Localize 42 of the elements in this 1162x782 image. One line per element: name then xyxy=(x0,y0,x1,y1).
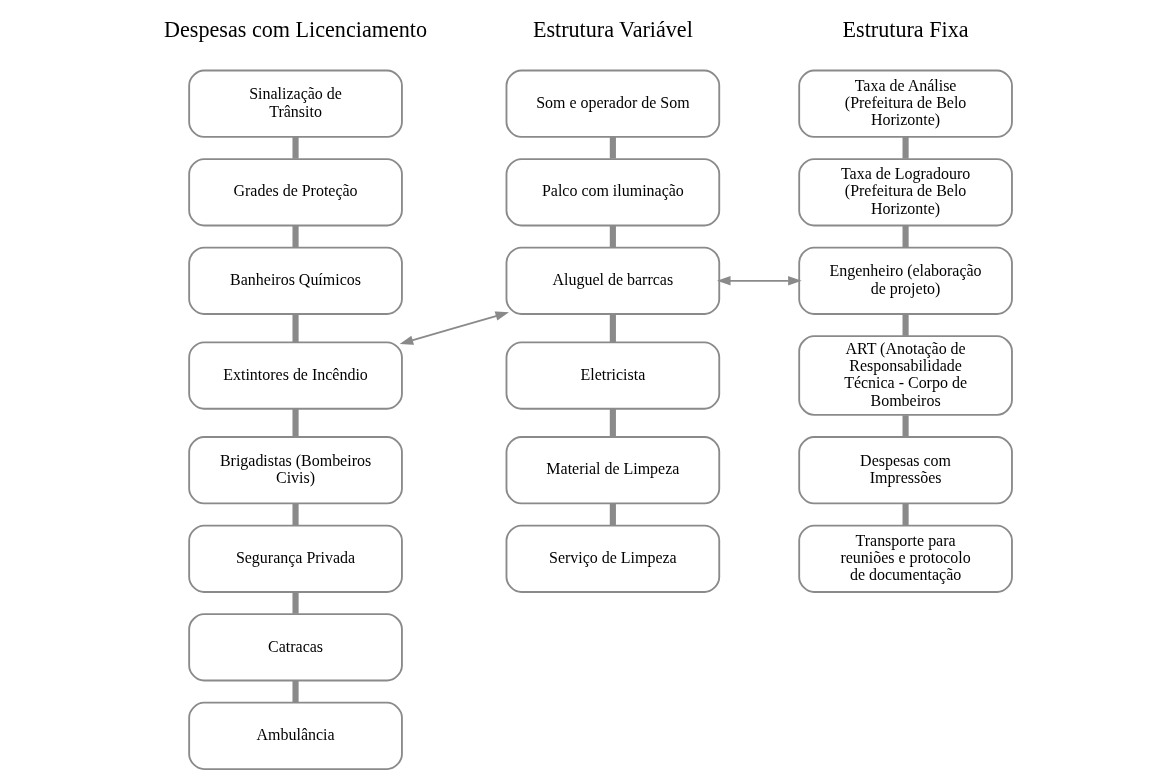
arrow xyxy=(399,310,509,345)
node-box: Palco com iluminação xyxy=(505,157,720,226)
connector xyxy=(291,503,299,525)
connector xyxy=(291,591,299,614)
connector xyxy=(902,313,909,336)
connector xyxy=(291,313,299,342)
node-box: Taxa de Logradouro (Prefeitura de Belo Horizonte) xyxy=(797,157,1013,226)
node-box: Engenheiro (elaboração de projeto) xyxy=(797,246,1013,315)
connector xyxy=(291,408,299,437)
node-box: Serviço de Limpeza xyxy=(505,524,720,593)
node-box: Segurança Privada xyxy=(187,524,403,593)
arrow xyxy=(716,275,802,286)
node-box: Sinalização de Trânsito xyxy=(187,69,403,138)
label: Estrutura Fixa xyxy=(842,16,969,42)
connector xyxy=(902,225,909,247)
connector xyxy=(609,408,616,437)
node-box: Som e operador de Som xyxy=(505,69,720,138)
node-box: Taxa de Análise (Prefeitura de Belo Horizonte) xyxy=(797,69,1013,138)
connector xyxy=(291,136,299,159)
connector xyxy=(609,313,616,342)
node-box: Despesas com Impressões xyxy=(797,435,1013,504)
node-box: Grades de Proteção xyxy=(187,157,403,226)
label: Despesas com Licenciamento xyxy=(163,16,427,42)
node-box: Banheiros Químicos xyxy=(187,246,403,315)
node-box: Ambulância xyxy=(187,701,403,770)
node-box: Transporte para reuniões e protocolo de documentação xyxy=(797,524,1013,593)
connector xyxy=(609,225,616,247)
connector xyxy=(291,225,299,247)
node-box: Eletricista xyxy=(505,340,720,410)
connector xyxy=(902,503,909,525)
node-box: Extintores de Incêndio xyxy=(187,340,403,410)
label: Estrutura Variável xyxy=(532,16,693,42)
connector xyxy=(291,680,299,702)
node-box: Aluguel de barrcas xyxy=(505,246,720,315)
node-box: ART (Anotação de Responsabilidade Técnica - Corpo de Bombeiros xyxy=(797,334,1013,416)
connector xyxy=(609,136,616,159)
node-box: Material de Limpeza xyxy=(505,435,720,504)
connector xyxy=(902,414,909,437)
node-box: Catracas xyxy=(187,612,403,681)
connector xyxy=(902,136,909,159)
node-box: Brigadistas (Bombeiros Civis) xyxy=(187,435,403,504)
connector xyxy=(609,503,616,525)
